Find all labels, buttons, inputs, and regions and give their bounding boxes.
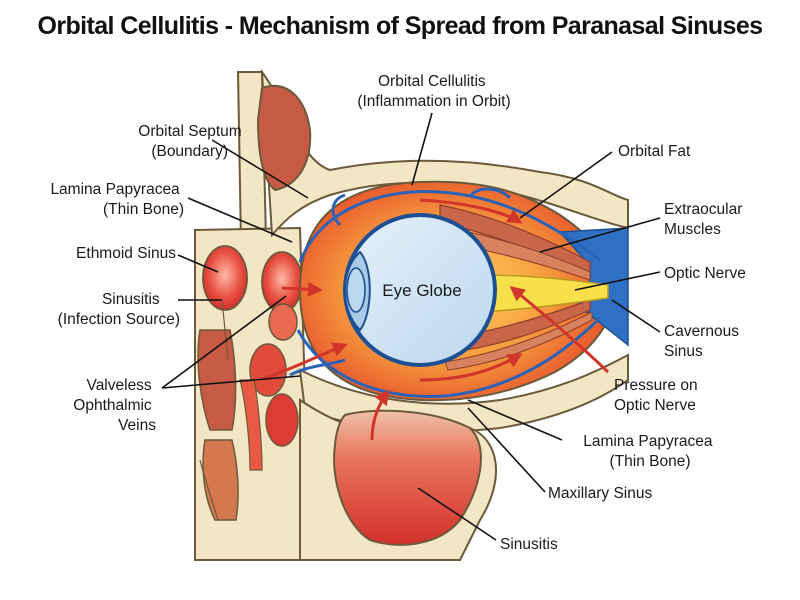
label-orbital-fat: Orbital Fat bbox=[618, 143, 691, 160]
label-ethmoid-sinus: Ethmoid Sinus bbox=[76, 245, 176, 262]
label-eye-globe: Eye Globe bbox=[382, 281, 461, 300]
label-orbital-septum: Orbital Septum (Boundary) bbox=[138, 123, 246, 160]
ethmoid-sinus bbox=[199, 245, 303, 521]
label-sinusitis-infection-source: Sinusitis (Infection Source) bbox=[58, 291, 180, 328]
label-orbital-cellulitis: Orbital Cellulitis (Inflammation in Orbi… bbox=[357, 73, 510, 110]
lens bbox=[346, 267, 366, 313]
optic-nerve bbox=[479, 274, 609, 313]
label-sinusitis-bottom: Sinusitis bbox=[500, 536, 558, 553]
leader-lines bbox=[161, 112, 661, 541]
spread-arrows bbox=[259, 198, 610, 441]
label-valveless-ophthalmic-veins: Valveless Ophthalmic Veins bbox=[73, 377, 156, 434]
label-optic-nerve: Optic Nerve bbox=[664, 265, 746, 282]
label-lamina-papyracea-left: Lamina Papyracea (Thin Bone) bbox=[50, 181, 184, 218]
extraocular-muscles bbox=[439, 204, 593, 371]
label-maxillary-sinus: Maxillary Sinus bbox=[548, 485, 652, 502]
label-pressure-optic-nerve: Pressure on Optic Nerve bbox=[614, 377, 702, 414]
frontal-sinus bbox=[256, 84, 312, 192]
page-title: Orbital Cellulitis - Mechanism of Spread… bbox=[38, 12, 763, 40]
ophthalmic-veins bbox=[289, 187, 602, 398]
label-lamina-papyracea-right: Lamina Papyracea (Thin Bone) bbox=[583, 433, 717, 470]
maxillary-sinus bbox=[333, 409, 482, 546]
label-extraocular-muscles: Extraocular Muscles bbox=[664, 201, 747, 238]
label-cavernous-sinus: Cavernous Sinus bbox=[664, 323, 743, 360]
